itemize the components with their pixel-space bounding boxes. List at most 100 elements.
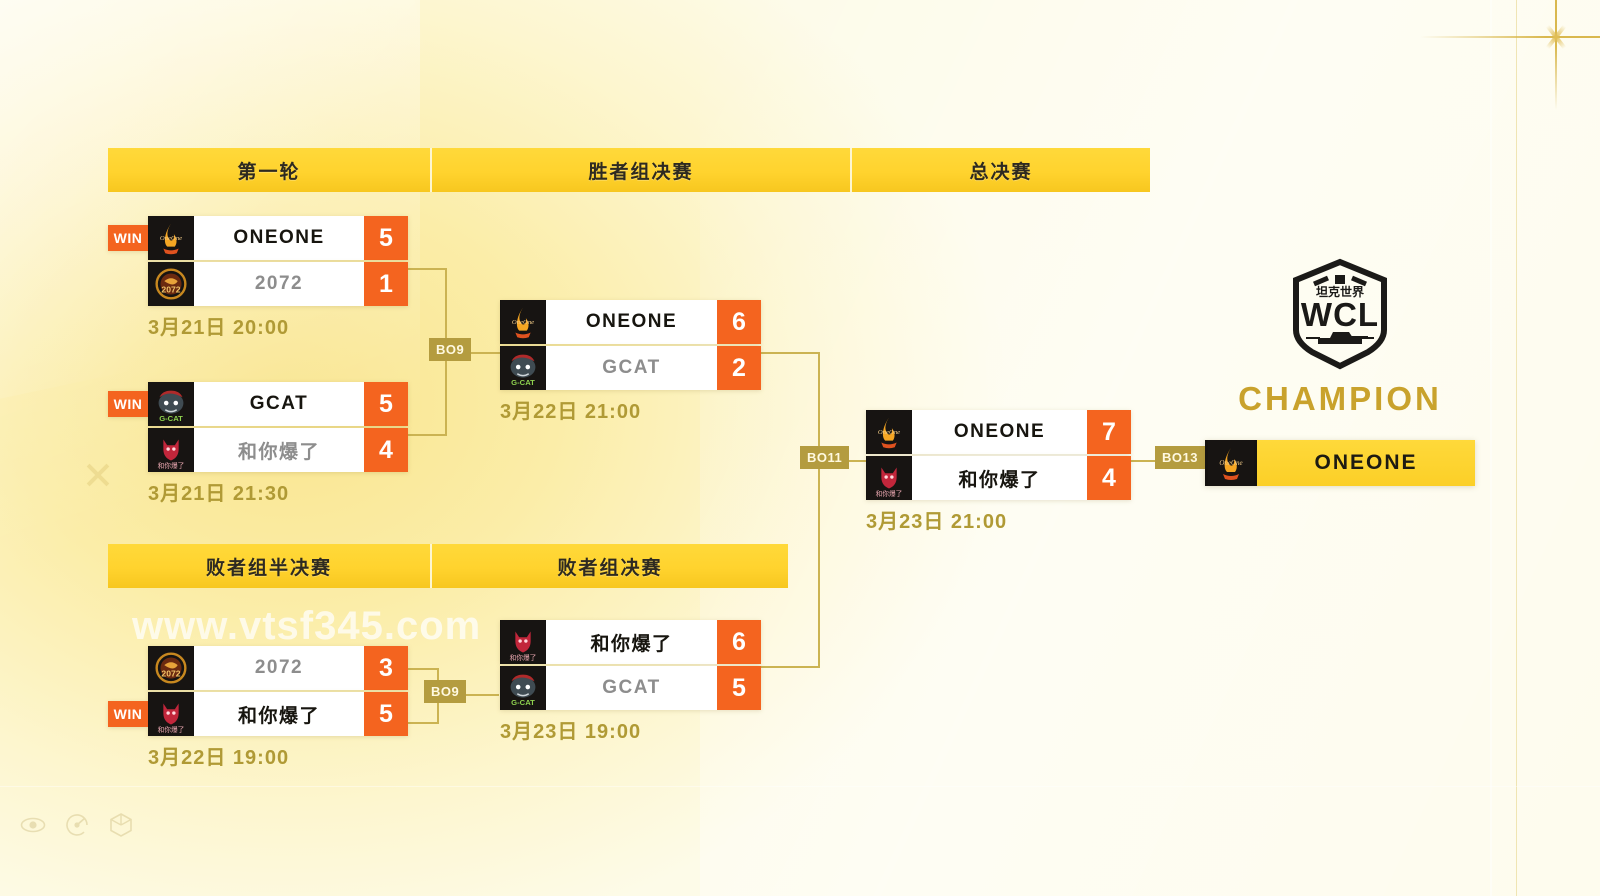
team-logo-2072: 2072 (148, 646, 194, 690)
team-score: 5 (717, 666, 761, 710)
svg-text:和你爆了: 和你爆了 (158, 725, 185, 734)
svg-text:和你爆了: 和你爆了 (158, 461, 185, 470)
svg-text:G-CAT: G-CAT (159, 414, 183, 423)
lower-header-underline (108, 589, 788, 591)
round-header-losers-semifinal: 败者组半决赛 (108, 544, 430, 588)
team-score: 7 (1087, 410, 1131, 454)
match-row-bottom[interactable]: G-CAT GCAT 5 (500, 666, 761, 710)
ornament-vertical-line (1555, 0, 1557, 110)
team-logo-gcat: G-CAT (148, 382, 194, 426)
svg-text:OneOne: OneOne (1219, 459, 1242, 467)
team-name: 2072 (194, 262, 364, 306)
team-score: 5 (364, 216, 408, 260)
champion-team-name: ONEONE (1257, 440, 1475, 486)
match-row-top[interactable]: 和你爆了 和你爆了 6 (500, 620, 761, 664)
svg-text:OneOne: OneOne (512, 319, 534, 326)
champion-label: CHAMPION (1238, 380, 1442, 417)
svg-text:坦克世界: 坦克世界 (1316, 284, 1364, 299)
connector (408, 722, 438, 724)
connector (1131, 460, 1159, 462)
team-name: 和你爆了 (912, 456, 1087, 500)
ornament-horizontal-line (1420, 36, 1600, 38)
match-row-bottom[interactable]: 和你爆了 和你爆了 4 (148, 428, 408, 472)
team-score: 6 (717, 300, 761, 344)
team-score: 5 (364, 692, 408, 736)
gauge-icon[interactable] (64, 812, 90, 838)
series-badge-bo9-upper: BO9 (429, 338, 472, 361)
match-date: 3月21日 21:30 (148, 483, 290, 505)
svg-text:WCL: WCL (1301, 296, 1379, 333)
team-score: 1 (364, 262, 408, 306)
match-losers-final[interactable]: 和你爆了 和你爆了 6 G-CAT GCAT 5 3月23日 19:00 (500, 620, 761, 744)
team-logo-hnbl: 和你爆了 (148, 692, 194, 736)
connector (761, 352, 819, 354)
sparkle-icon (1542, 23, 1570, 51)
match-date: 3月23日 21:00 (866, 511, 1008, 533)
series-badge-bo11: BO11 (800, 446, 850, 469)
match-round1-game2[interactable]: WIN G-CAT GCAT 5 和你爆了 和你爆了 4 3月21日 21:30 (108, 382, 408, 506)
team-logo-oneone: OneOne (148, 216, 194, 260)
win-badge: WIN (108, 701, 148, 727)
series-badge-bo13: BO13 (1155, 446, 1205, 469)
round-header-losers-final: 败者组决赛 (430, 544, 788, 588)
svg-text:OneOne: OneOne (160, 235, 182, 242)
connector (761, 666, 819, 668)
corner-ornament (1400, 0, 1600, 120)
champion-team-bar[interactable]: OneOne ONEONE (1205, 440, 1475, 486)
toolbar-icons (20, 812, 134, 838)
match-losers-semifinal[interactable]: 2072 2072 3 WIN 和你爆了 和你爆了 5 3月22日 19:00 (108, 646, 408, 770)
round-header-label: 第一轮 (237, 161, 301, 183)
team-name: GCAT (546, 666, 717, 710)
svg-text:2072: 2072 (161, 669, 180, 679)
svg-text:G-CAT: G-CAT (511, 698, 535, 707)
match-winners-final[interactable]: OneOne ONEONE 6 G-CAT GCAT 2 3月22日 21:00 (500, 300, 761, 424)
team-score: 4 (364, 428, 408, 472)
upper-header-underline (108, 193, 1154, 195)
team-logo-oneone: OneOne (866, 410, 912, 454)
team-logo-oneone: OneOne (500, 300, 546, 344)
lower-round-headers: 败者组半决赛 败者组决赛 (108, 544, 788, 588)
match-round1-game1[interactable]: WIN OneOne ONEONE 5 2072 2072 1 3月21日 20… (108, 216, 408, 340)
match-row-top[interactable]: OneOne ONEONE 7 (866, 410, 1131, 454)
match-row-bottom[interactable]: 2072 2072 1 (148, 262, 408, 306)
connector (408, 434, 446, 436)
connector (408, 268, 446, 270)
match-row-bottom[interactable]: 和你爆了 和你爆了 4 (866, 456, 1131, 500)
match-date: 3月21日 20:00 (148, 317, 290, 339)
svg-text:G-CAT: G-CAT (511, 378, 535, 387)
team-name: ONEONE (546, 300, 717, 344)
team-logo-hnbl: 和你爆了 (866, 456, 912, 500)
match-row-top[interactable]: WIN G-CAT GCAT 5 (108, 382, 408, 426)
wcl-logo: 坦克世界 WCL (1284, 258, 1396, 370)
match-row-top[interactable]: WIN OneOne ONEONE 5 (108, 216, 408, 260)
round-header-winners-final: 胜者组决赛 (430, 148, 850, 192)
svg-text:OneOne: OneOne (878, 429, 900, 436)
win-badge: WIN (108, 391, 148, 417)
match-date: 3月22日 19:00 (148, 747, 290, 769)
match-date: 3月23日 19:00 (500, 721, 642, 743)
round-header-first-round: 第一轮 (108, 148, 430, 192)
eye-icon[interactable] (20, 812, 46, 838)
match-row-bottom[interactable]: G-CAT GCAT 2 (500, 346, 761, 390)
team-score: 4 (1087, 456, 1131, 500)
team-name: 和你爆了 (194, 428, 364, 472)
svg-text:2072: 2072 (161, 285, 180, 295)
team-score: 5 (364, 382, 408, 426)
match-row-top[interactable]: OneOne ONEONE 6 (500, 300, 761, 344)
connector (818, 352, 820, 668)
team-score: 2 (717, 346, 761, 390)
match-grand-final[interactable]: OneOne ONEONE 7 和你爆了 和你爆了 4 3月23日 21:00 (866, 410, 1131, 534)
team-name: ONEONE (912, 410, 1087, 454)
match-row-bottom[interactable]: WIN 和你爆了 和你爆了 5 (108, 692, 408, 736)
team-name: 和你爆了 (546, 620, 717, 664)
connector (408, 668, 438, 670)
round-header-label: 败者组决赛 (557, 557, 663, 579)
match-row-top[interactable]: 2072 2072 3 (148, 646, 408, 690)
svg-text:和你爆了: 和你爆了 (510, 653, 537, 662)
cube-icon[interactable] (108, 812, 134, 838)
svg-text:和你爆了: 和你爆了 (876, 489, 903, 498)
connector (437, 694, 499, 696)
sparkle-icon-small (85, 462, 111, 488)
round-header-grand-final: 总决赛 (850, 148, 1150, 192)
champion-block: 坦克世界 WCL CHAMPION OneOne ONEONE (1205, 258, 1475, 486)
